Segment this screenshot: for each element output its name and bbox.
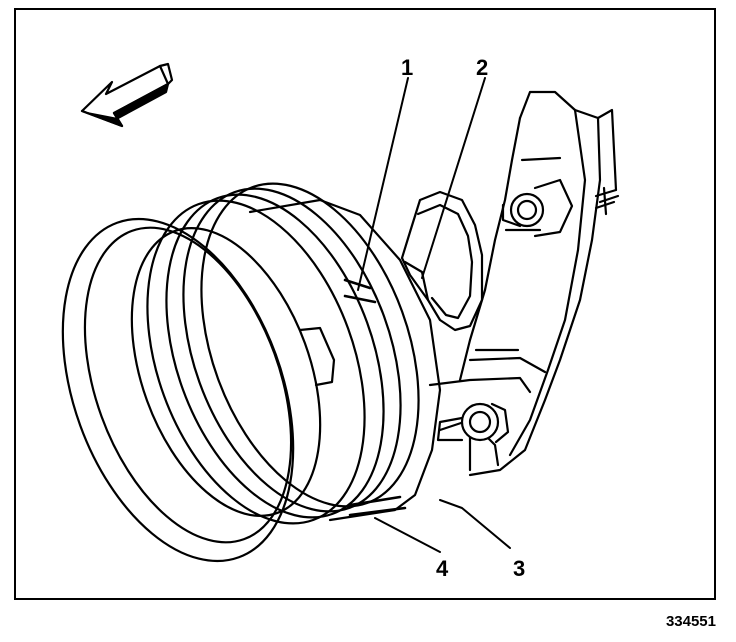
- callout-2: 2: [476, 55, 488, 80]
- callout-4: 4: [436, 556, 449, 581]
- crankshaft-pulley: [61, 182, 442, 563]
- leader-lines: [357, 77, 511, 553]
- cover-plate: [400, 190, 484, 332]
- arrow-left-icon: [80, 62, 174, 128]
- engine-bracket: [428, 90, 618, 477]
- leader-line-3: [439, 499, 511, 549]
- lower-bolt-nut: [436, 402, 510, 444]
- upper-stud-nut: [501, 178, 620, 238]
- callout-1: 1: [401, 55, 413, 80]
- leader-line-1: [357, 77, 409, 291]
- callout-3: 3: [513, 556, 525, 581]
- figure-number: 334551: [665, 613, 716, 630]
- leader-line-2: [421, 77, 486, 279]
- leader-line-4: [374, 517, 441, 553]
